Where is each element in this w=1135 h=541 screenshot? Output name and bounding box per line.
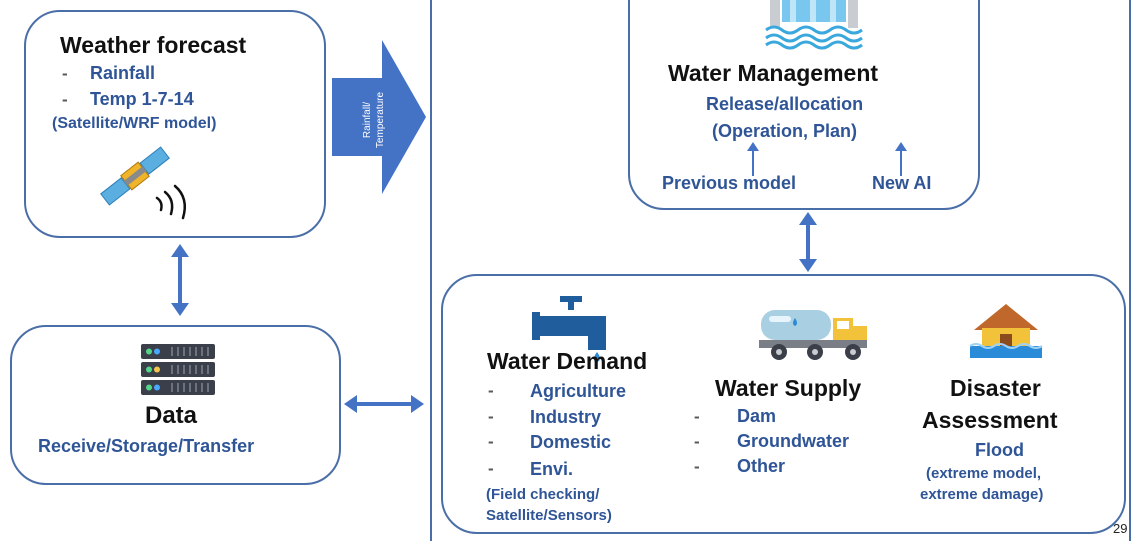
supply-item-other: Other <box>737 456 786 476</box>
supply-item-dam: Dam <box>737 406 777 426</box>
up-arrow-left <box>747 142 759 176</box>
bullet-dash: - <box>694 432 700 451</box>
dam-icon <box>765 0 863 50</box>
data-panel-arrow <box>344 395 424 413</box>
arrow-label-line1: Rainfall/ <box>362 102 373 138</box>
management-line2: (Operation, Plan) <box>712 121 858 141</box>
demand-item-domestic: Domestic <box>530 432 612 452</box>
panel-right-border <box>1129 0 1131 541</box>
weather-item-rainfall: Rainfall <box>90 63 156 83</box>
weather-source: (Satellite/WRF model) <box>52 115 217 132</box>
water-truck-icon <box>759 310 867 360</box>
demand-note-line1: (Field checking/ <box>486 486 600 503</box>
server-icon <box>141 344 215 395</box>
disaster-note-line1: (extreme model, <box>926 465 1042 482</box>
supply-item-groundwater: Groundwater <box>737 431 850 451</box>
demand-item-industry: Industry <box>530 407 602 427</box>
management-lower-arrow <box>799 212 817 272</box>
disaster-note-line2: extreme damage) <box>920 486 1044 503</box>
bullet-dash: - <box>488 407 494 426</box>
water-supply-title: Water Supply <box>715 375 862 401</box>
demand-item-envi: Envi. <box>530 459 574 479</box>
water-demand-title: Water Demand <box>487 348 648 374</box>
bullet-dash: - <box>62 90 68 109</box>
arrow-label-line2: Temperature <box>375 91 386 148</box>
disaster-title-line1: Disaster <box>950 375 1041 401</box>
satellite-icon <box>100 146 186 220</box>
flood-house-icon <box>969 304 1043 358</box>
arrow-label: Rainfall/ Temperature <box>362 91 386 148</box>
bullet-dash: - <box>488 459 494 478</box>
bullet-dash: - <box>694 457 700 476</box>
new-ai-label: New AI <box>872 173 932 193</box>
data-title: Data <box>145 402 198 429</box>
disaster-item-flood: Flood <box>975 440 1024 460</box>
management-line1: Release/allocation <box>706 94 864 114</box>
rainfall-temperature-arrow <box>332 40 426 194</box>
previous-model-label: Previous model <box>662 173 797 193</box>
bullet-dash: - <box>62 64 68 83</box>
disaster-title-line2: Assessment <box>922 407 1058 433</box>
weather-data-arrow <box>171 244 189 316</box>
bullet-dash: - <box>488 381 494 400</box>
demand-item-agriculture: Agriculture <box>530 381 627 401</box>
weather-forecast-title: Weather forecast <box>60 32 247 58</box>
weather-forecast-box <box>24 10 326 238</box>
water-management-title: Water Management <box>668 60 879 86</box>
bullet-dash: - <box>694 407 700 426</box>
demand-note-line2: Satellite/Sensors) <box>486 507 612 524</box>
weather-item-temp: Temp 1-7-14 <box>90 89 194 109</box>
bullet-dash: - <box>488 432 494 451</box>
up-arrow-right <box>895 142 907 176</box>
page-number: 29 <box>1113 521 1128 536</box>
panel-left-border <box>430 0 432 541</box>
faucet-icon <box>532 296 606 362</box>
data-subtitle: Receive/Storage/Transfer <box>38 436 255 456</box>
